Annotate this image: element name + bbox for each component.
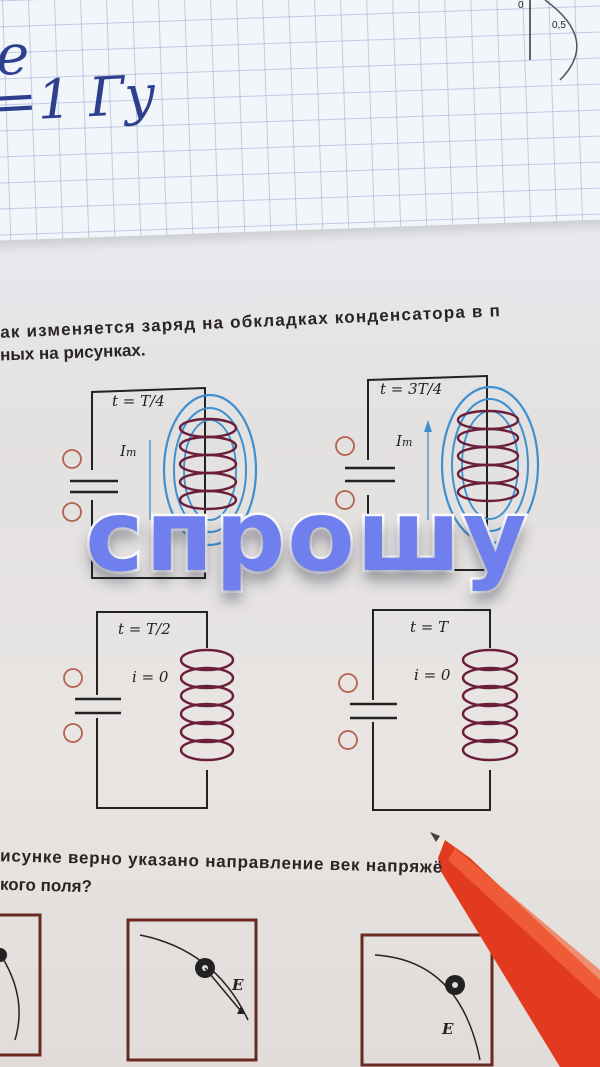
diagram-1-current-label: Im bbox=[120, 442, 137, 460]
vector-e-label-1: E bbox=[232, 976, 244, 994]
diagram-4-time-label: t = T bbox=[410, 618, 449, 636]
watermark-text: спрошу bbox=[83, 478, 529, 597]
diagram-t-full bbox=[338, 609, 519, 811]
diagram-4-current-label: i = 0 bbox=[414, 666, 451, 684]
vector-box-2 bbox=[126, 918, 258, 1062]
vector-e-label-2: E bbox=[442, 1020, 454, 1038]
scale-mark-0: 0 bbox=[518, 0, 524, 11]
handwriting-line-1: е bbox=[0, 28, 29, 84]
diagram-1-time-label: t = T/4 bbox=[112, 392, 165, 410]
diagram-3-time-label: t = T/2 bbox=[118, 620, 171, 638]
scale-mark-05: 0,5 bbox=[552, 20, 566, 31]
diagram-t-quarter bbox=[62, 386, 258, 579]
vector-box-3 bbox=[360, 933, 494, 1067]
red-pen bbox=[430, 832, 600, 1067]
diagram-2-time-label: t = 3T/4 bbox=[380, 380, 443, 398]
question-bottom-line-2: кого поля? bbox=[0, 874, 93, 897]
diagram-2-current-label: Im bbox=[396, 432, 413, 450]
diagram-t-three-quarters bbox=[335, 374, 540, 571]
diagram-t-half bbox=[63, 611, 235, 809]
diagram-3-current-label: i = 0 bbox=[132, 668, 169, 686]
corner-scale-graphic: 0 0,5 bbox=[518, 0, 578, 81]
vector-box-1 bbox=[0, 913, 42, 1057]
